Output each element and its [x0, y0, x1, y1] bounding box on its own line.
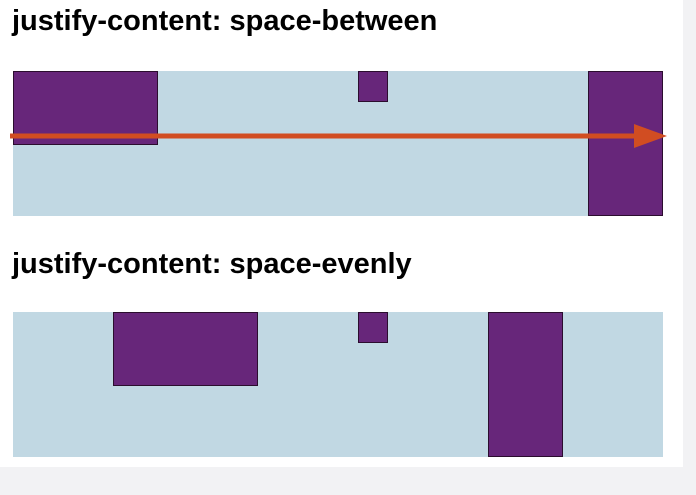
flex-item-small: [358, 71, 388, 102]
flex-item-large: [113, 312, 258, 386]
heading-space-evenly: justify-content: space-evenly: [12, 248, 412, 280]
flex-container-space-between: [13, 71, 663, 216]
flex-item-tall: [588, 71, 663, 216]
flex-container-space-evenly: [13, 312, 663, 457]
flex-item-large: [13, 71, 158, 145]
heading-space-between: justify-content: space-between: [12, 5, 438, 37]
flex-item-tall: [488, 312, 563, 457]
diagram-card: justify-content: space-between justify-c…: [0, 0, 683, 467]
flex-item-small: [358, 312, 388, 343]
